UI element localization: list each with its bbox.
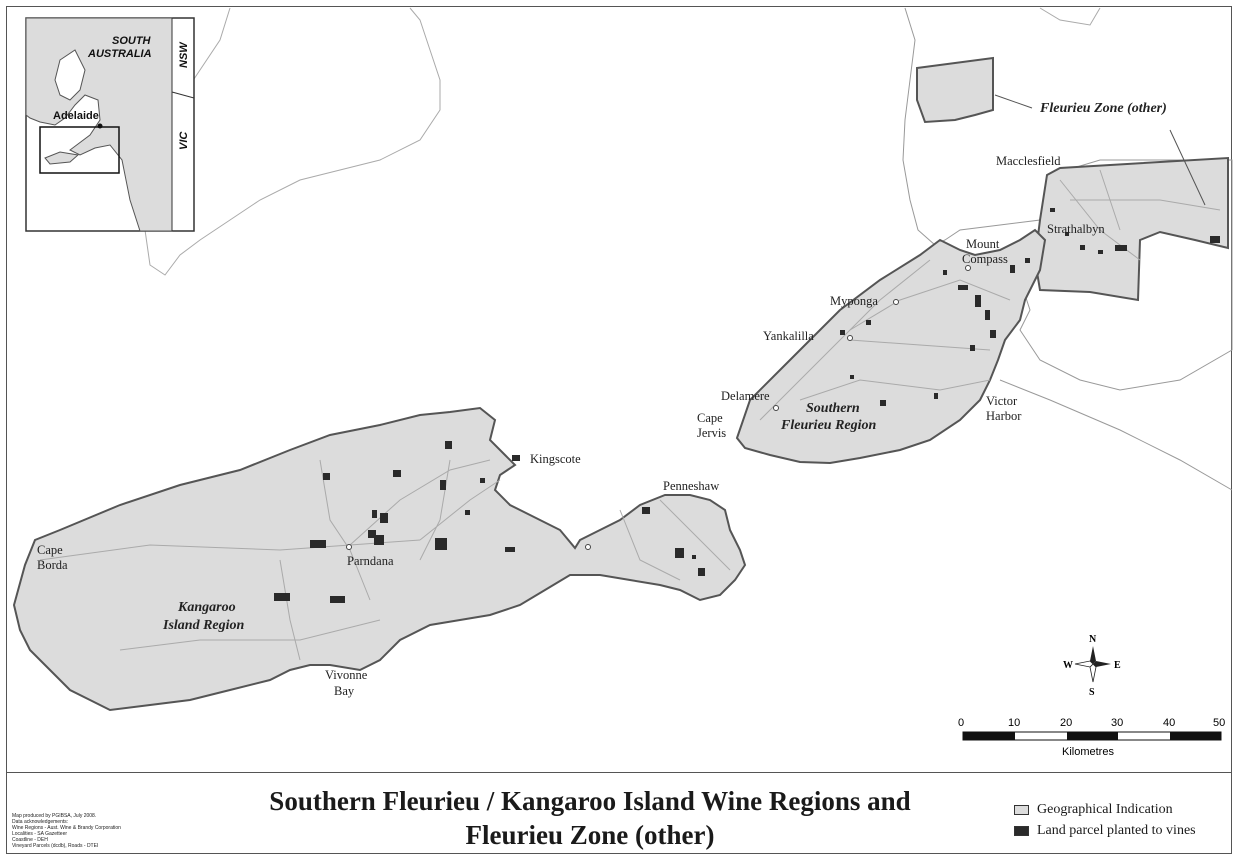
label-southern-fleurieu-2: Fleurieu Region: [780, 418, 877, 433]
label-cape-borda-1: Cape: [37, 543, 63, 557]
label-penneshaw: Penneshaw: [663, 479, 719, 493]
compass-e-label: E: [1114, 660, 1121, 671]
map-title-line-1: Southern Fleurieu / Kangaroo Island Wine…: [269, 786, 911, 816]
scale-tick-30: 30: [1111, 717, 1123, 729]
legend-item-vines: Land parcel planted to vines: [1014, 820, 1196, 841]
map-legend: Geographical Indication Land parcel plan…: [1014, 799, 1196, 841]
inset-nsw-label: NSW: [178, 41, 190, 68]
scale-tick-20: 20: [1060, 717, 1072, 729]
map-canvas: Macclesfield Strathalbyn Mount Compass M…: [12, 7, 1233, 758]
inset-vic-label: VIC: [178, 131, 190, 150]
inset-extent-box: [39, 126, 120, 174]
map-title: Southern Fleurieu / Kangaroo Island Wine…: [200, 784, 980, 852]
scale-tick-50: 50: [1213, 717, 1225, 729]
compass-w-label: W: [1063, 660, 1073, 671]
footer-divider: [6, 772, 1232, 773]
inset-adelaide-marker: [97, 123, 103, 129]
fleurieu-zone-north: [916, 56, 994, 124]
fleurieu-zone-leader: [994, 94, 1033, 109]
kangaroo-island-region: [12, 406, 747, 712]
scale-seg-3: [1067, 732, 1118, 740]
label-kangaroo-1: Kangaroo: [177, 600, 236, 615]
credit-line: Wine Regions - Aust. Wine & Brandy Corpo…: [12, 825, 121, 831]
scale-seg-5: [1170, 732, 1221, 740]
label-myponga: Myponga: [830, 294, 878, 308]
label-parndana: Parndana: [347, 554, 394, 568]
credit-line: Data acknowledgements:: [12, 819, 69, 825]
compass-needle-n: [1090, 646, 1096, 664]
scale-unit-label: Kilometres: [1062, 746, 1114, 758]
label-southern-fleurieu-1: Southern: [806, 401, 860, 416]
label-cape: Cape: [697, 411, 723, 425]
label-bay: Bay: [334, 684, 355, 698]
scale-bar: 0 10 20 30 40 50 Kilometres: [958, 717, 1225, 758]
inset-gulf: [54, 49, 86, 101]
compass-needle-s: [1089, 663, 1097, 683]
compass-n-label: N: [1089, 634, 1097, 645]
mainland-south-coast: [999, 379, 1233, 491]
label-jervis: Jervis: [697, 426, 726, 440]
compass-rose: N S E W: [1063, 634, 1121, 698]
scale-tick-10: 10: [1008, 717, 1020, 729]
map-credits: Map produced by PGIBSA, July 2008. Data …: [12, 813, 121, 849]
credit-line: Vineyard Parcels (dcdb), Roads - DTEI: [12, 843, 99, 849]
map-title-line-2: Fleurieu Zone (other): [465, 820, 715, 850]
inset-state-label-1: SOUTH: [112, 35, 152, 47]
compass-needle-e: [1093, 661, 1111, 667]
label-harbor: Harbor: [986, 409, 1022, 423]
inset-kangaroo-island: [44, 151, 80, 165]
label-fleurieu-zone: Fleurieu Zone (other): [1039, 101, 1167, 116]
inset-nsw-vic-border: [171, 91, 195, 99]
compass-needle-w: [1074, 660, 1094, 668]
credit-line: Coastline - DEH: [12, 837, 48, 843]
inset-adelaide-label: Adelaide: [53, 110, 99, 122]
vineyard-parcels: [274, 208, 1220, 603]
legend-label: Land parcel planted to vines: [1037, 822, 1196, 838]
label-victor: Victor: [986, 394, 1018, 408]
scale-tick-0: 0: [958, 717, 964, 729]
label-yankalilla: Yankalilla: [763, 329, 814, 343]
fleurieu-zone-leader-2: [1169, 129, 1206, 206]
coast-right-top: [1039, 7, 1101, 26]
legend-swatch-dark: [1014, 825, 1029, 836]
kangaroo-island-roads: [39, 459, 731, 661]
inset-map: SOUTH AUSTRALIA NSW VIC Adelaide: [25, 17, 195, 232]
legend-item-gi: Geographical Indication: [1014, 799, 1196, 820]
label-kangaroo-2: Island Region: [162, 618, 245, 633]
scale-tick-40: 40: [1163, 717, 1175, 729]
label-mount: Mount: [966, 237, 1000, 251]
inset-state-label-2: AUSTRALIA: [87, 48, 152, 60]
label-vivonne: Vivonne: [325, 668, 368, 682]
label-strathalbyn: Strathalbyn: [1047, 222, 1105, 236]
legend-swatch-light: [1014, 804, 1029, 815]
credit-line: Map produced by PGIBSA, July 2008.: [12, 813, 97, 819]
credit-line: Localities - SA Gazetteer: [12, 831, 68, 837]
town-markers: [346, 265, 971, 550]
label-macclesfield: Macclesfield: [996, 154, 1061, 168]
scale-seg-1: [963, 732, 1015, 740]
map-frame: [6, 6, 1232, 854]
legend-label: Geographical Indication: [1037, 801, 1173, 817]
label-compass: Compass: [962, 252, 1008, 266]
label-cape-borda-2: Borda: [37, 558, 68, 572]
label-delamere: Delamere: [721, 389, 770, 403]
label-kingscote: Kingscote: [530, 452, 581, 466]
compass-s-label: S: [1089, 687, 1095, 698]
